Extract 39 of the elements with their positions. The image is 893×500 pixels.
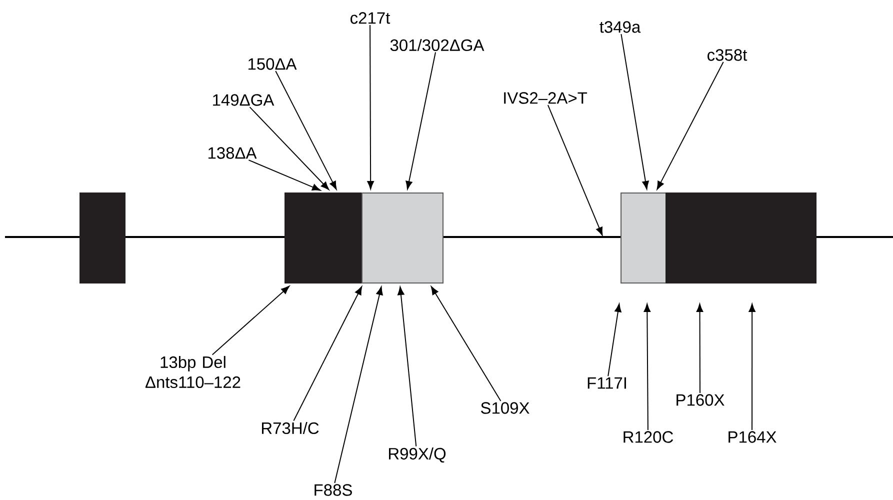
exon-box [620, 192, 666, 284]
mutation-label: 301/302ΔGA [390, 38, 484, 52]
mutation-label: t349a [600, 21, 641, 33]
mutation-label: F88S [314, 484, 352, 496]
arrow [748, 304, 756, 430]
exon-box [80, 192, 126, 284]
mutation-label: c217t [350, 12, 390, 24]
mutation-label: S109X [481, 402, 530, 414]
arrow [547, 104, 603, 236]
mutation-label: 150ΔA [248, 58, 297, 70]
arrow [334, 286, 383, 484]
mutation-label: 138ΔA [208, 147, 257, 159]
mutation-label: F117I [588, 377, 626, 389]
arrow [398, 286, 417, 447]
arrow [644, 304, 651, 430]
mutation-label: 149ΔGA [213, 94, 274, 106]
arrow [212, 286, 290, 356]
arrow [249, 106, 330, 190]
arrow [430, 286, 502, 402]
mutation-label: R73H/C [262, 422, 319, 434]
mutation-label: R99X/Q [389, 447, 446, 463]
exon-box [666, 192, 817, 284]
mutation-label: IVS2–2A>T [504, 92, 588, 104]
arrow [275, 70, 337, 190]
mutation-label: P164X [728, 431, 776, 443]
arrow [696, 304, 704, 394]
mutation-label: c358t [708, 49, 748, 61]
mutation-label: R120C [624, 431, 674, 443]
arrow [367, 24, 374, 190]
arrow [656, 62, 724, 190]
arrow [248, 160, 321, 191]
arrow [406, 52, 436, 190]
exon-box [284, 192, 362, 284]
mutation-label: P160X [676, 394, 724, 406]
arrow [293, 286, 362, 422]
exon-box [362, 192, 444, 284]
arrow [620, 34, 649, 190]
arrow [608, 304, 622, 377]
mutation-label: 13bp Del Δnts110–122 [145, 356, 240, 388]
